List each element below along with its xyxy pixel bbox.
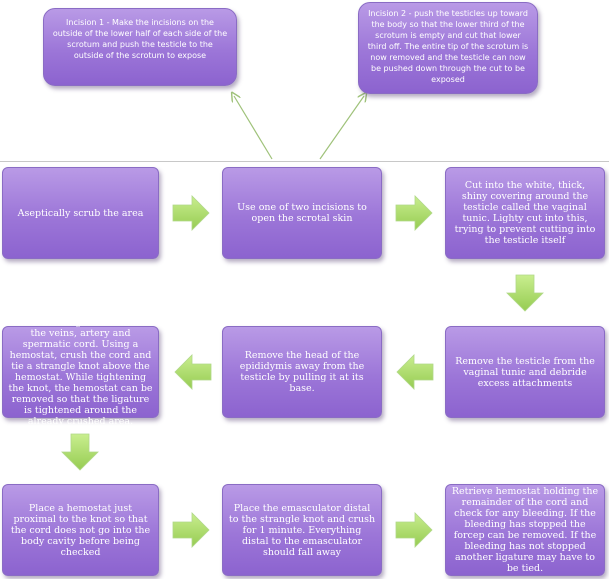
step-6-box: The remaining cord contains the veins, a… [2,317,159,427]
step-2-box: Use one of two incisions to open the scr… [222,167,382,259]
arrow-left-icon [396,354,434,390]
arrow-down-icon [506,274,544,312]
arrow-right-icon [172,512,210,548]
step-4-text: Remove the testicle from the vaginal tun… [455,355,595,389]
step-8-box: Place the emasculator distal to the stra… [222,484,382,576]
arrow-right-icon [395,195,433,231]
incision-2-text: Incision 2 - push the testicles up towar… [367,9,529,84]
arrow-down-icon [61,433,99,471]
arrow-left-icon [174,354,212,390]
step-7-text: Place a hemostat just proximal to the kn… [10,502,151,558]
step-2-text: Use one of two incisions to open the scr… [237,202,367,224]
incision-1-box: Incision 1 - Make the incisions on the o… [43,8,237,86]
step-5-text: Remove the head of the epididymis away f… [239,350,365,394]
step-3-text: Cut into the white, thick, shiny coverin… [454,180,596,246]
step-8-text: Place the emasculator distal to the stra… [228,502,376,558]
divider-line [0,161,609,162]
step-9-box: Retrieve hemostat holding the remainder … [445,484,605,576]
step-6-text: The remaining cord contains the veins, a… [8,317,153,427]
arrow-right-icon [395,512,433,548]
connector-line-incision-1 [234,96,273,160]
step-1-text: Aseptically scrub the area [17,207,144,219]
step-7-box: Place a hemostat just proximal to the kn… [2,484,159,576]
arrow-right-icon [172,195,210,231]
incision-2-box: Incision 2 - push the testicles up towar… [358,2,538,94]
connector-line-incision-2 [319,96,364,160]
step-9-text: Retrieve hemostat holding the remainder … [451,486,599,574]
step-3-box: Cut into the white, thick, shiny coverin… [445,167,605,259]
step-4-box: Remove the testicle from the vaginal tun… [445,326,605,418]
step-5-box: Remove the head of the epididymis away f… [222,326,382,418]
step-1-box: Aseptically scrub the area [2,167,159,259]
incision-1-text: Incision 1 - Make the incisions on the o… [52,18,228,60]
